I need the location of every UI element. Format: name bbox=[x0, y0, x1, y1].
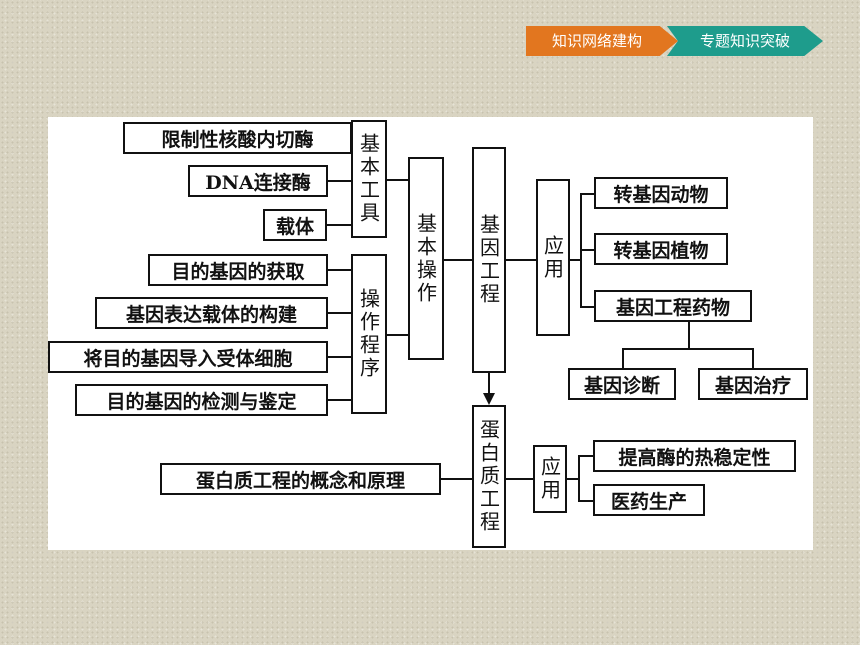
connector bbox=[580, 306, 594, 308]
app-item-transgenic-animal: 转基因动物 bbox=[594, 177, 728, 209]
application-label-genetic: 应用 bbox=[536, 179, 570, 336]
connector bbox=[444, 259, 472, 261]
procedure-item-introduce-gene: 将目的基因导入受体细胞 bbox=[48, 341, 328, 373]
tools-label: 基本工具 bbox=[351, 120, 387, 238]
connector bbox=[506, 478, 533, 480]
connector bbox=[327, 224, 351, 226]
connector bbox=[580, 193, 594, 195]
connector bbox=[441, 478, 472, 480]
connector bbox=[567, 478, 578, 480]
tab-topic-breakthrough[interactable]: 专题知识突破 bbox=[667, 26, 823, 56]
connector bbox=[688, 322, 690, 349]
connector bbox=[622, 348, 624, 368]
app-item-medicine-production: 医药生产 bbox=[593, 484, 705, 516]
tool-item-dna-ligase: DNA连接酶 bbox=[188, 165, 328, 197]
protein-concept-item: 蛋白质工程的概念和原理 bbox=[160, 463, 441, 495]
sub-item-gene-therapy: 基因治疗 bbox=[698, 368, 808, 400]
application-label-protein: 应用 bbox=[533, 445, 567, 513]
arrow-line bbox=[488, 373, 490, 395]
tab-knowledge-network[interactable]: 知识网络建构 bbox=[526, 26, 678, 56]
connector bbox=[328, 399, 351, 401]
procedure-label: 操作程序 bbox=[351, 254, 387, 414]
connector bbox=[328, 312, 351, 314]
connector bbox=[578, 500, 593, 502]
connector bbox=[328, 269, 351, 271]
procedure-item-detect-gene: 目的基因的检测与鉴定 bbox=[75, 384, 328, 416]
connector bbox=[578, 455, 593, 457]
connector bbox=[352, 137, 353, 139]
connector bbox=[622, 348, 754, 350]
basic-operations-label: 基本操作 bbox=[408, 157, 444, 360]
connector bbox=[387, 334, 408, 336]
sub-item-gene-diagnosis: 基因诊断 bbox=[568, 368, 676, 400]
connector bbox=[578, 455, 580, 501]
arrow-head-icon bbox=[483, 393, 495, 405]
tool-item-vector: 载体 bbox=[263, 209, 327, 241]
app-item-gene-drug: 基因工程药物 bbox=[594, 290, 752, 322]
tool-item-restriction-enzyme: 限制性核酸内切酶 bbox=[123, 122, 352, 154]
procedure-item-build-vector: 基因表达载体的构建 bbox=[95, 297, 328, 329]
protein-engineering-label: 蛋白质工程 bbox=[472, 405, 506, 548]
app-item-transgenic-plant: 转基因植物 bbox=[594, 233, 728, 265]
connector bbox=[328, 356, 351, 358]
app-item-enzyme-stability: 提高酶的热稳定性 bbox=[593, 440, 796, 472]
connector bbox=[570, 259, 580, 261]
connector bbox=[387, 179, 408, 181]
connector bbox=[506, 259, 536, 261]
connector bbox=[752, 348, 754, 368]
genetic-engineering-label: 基因工程 bbox=[472, 147, 506, 373]
connector bbox=[328, 180, 351, 182]
concept-map-panel: 限制性核酸内切酶 DNA连接酶 载体 基本工具 目的基因的获取 基因表达载体的构… bbox=[48, 117, 813, 550]
connector bbox=[580, 249, 594, 251]
procedure-item-obtain-gene: 目的基因的获取 bbox=[148, 254, 328, 286]
